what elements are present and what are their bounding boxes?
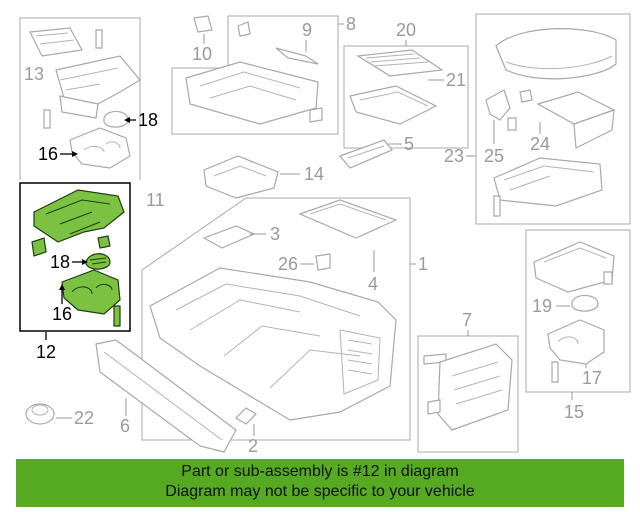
- part-5-group: 5: [338, 134, 414, 169]
- part-7-switch-panel: [437, 343, 513, 431]
- callout-7: 7: [462, 310, 472, 330]
- part-23-base: [493, 157, 603, 207]
- callout-24: 24: [530, 134, 550, 154]
- part-26-clip: [315, 253, 331, 271]
- part-16-cup-holder-top: [69, 127, 131, 169]
- callout-19: 19: [532, 296, 552, 316]
- part-14-group: 14: [203, 155, 324, 199]
- callout-11: 11: [146, 190, 165, 210]
- group-12-highlighted: 18 16 12: [19, 182, 131, 362]
- callout-22: 22: [74, 408, 94, 428]
- part-18-insert-lower: [85, 253, 111, 270]
- part-17-cup-holder: [547, 319, 605, 365]
- callout-18-lower: 18: [50, 252, 70, 272]
- part-8-liner: [185, 61, 319, 125]
- callout-25: 25: [484, 146, 504, 166]
- callout-3: 3: [270, 224, 280, 244]
- group-1-console: 1 3 4 26: [141, 197, 428, 441]
- part-22-socket: [25, 403, 55, 425]
- part-5-bracket: [338, 139, 393, 169]
- part-14-tray: [203, 155, 279, 199]
- banner-line-1: Part or sub-assembly is #12 in diagram: [181, 463, 459, 480]
- callout-13: 13: [24, 64, 44, 84]
- part-15-bin: [533, 241, 615, 293]
- part-19-insert: [571, 294, 599, 312]
- info-banner: Part or sub-assembly is #12 in diagram D…: [16, 459, 624, 507]
- group-8: 8 10 9: [171, 14, 356, 135]
- callout-14: 14: [304, 164, 324, 184]
- callout-1: 1: [418, 254, 428, 274]
- part-16-cup-holder-lower: [61, 269, 121, 315]
- callout-12: 12: [36, 342, 56, 362]
- group-15: 15 19 17: [525, 229, 631, 422]
- part-6-group: 6: [95, 339, 237, 453]
- callout-21: 21: [446, 70, 466, 90]
- group-11: 13 18 16 11: [19, 17, 165, 210]
- parts-diagram: 13 18 16 11 18 16 12 8 10: [19, 13, 631, 455]
- part-bin: [55, 55, 141, 105]
- callout-10: 10: [192, 44, 212, 64]
- part-21-tray: [349, 85, 438, 125]
- callout-16-lower: 16: [52, 304, 72, 324]
- screw: [95, 29, 103, 49]
- part-12-clip: [31, 237, 47, 257]
- group-20: 20 21: [343, 20, 469, 149]
- part-4-mat: [298, 199, 398, 239]
- part-18-cup-insert-top: [103, 110, 129, 128]
- callout-8: 8: [346, 14, 356, 34]
- part-3-pad: [202, 225, 256, 249]
- part-2-clip: [235, 407, 257, 425]
- callout-9: 9: [302, 20, 312, 40]
- callout-26: 26: [278, 254, 298, 274]
- callout-16-top: 16: [38, 144, 58, 164]
- group-7: 7: [417, 310, 519, 453]
- callout-18-top: 18: [138, 110, 158, 130]
- callout-20: 20: [396, 20, 416, 40]
- part-1-console-body: [149, 267, 397, 421]
- part-screw-lower: [113, 305, 121, 327]
- callout-6: 6: [120, 416, 130, 436]
- part-9-strip: [275, 47, 319, 65]
- part-armrest: [495, 28, 617, 80]
- bin-bottom: [59, 95, 99, 119]
- callout-23: 23: [444, 146, 464, 166]
- part-25-hinge: [485, 89, 511, 121]
- part-2-group: 2: [235, 407, 258, 455]
- part-10-clip: [193, 15, 213, 33]
- group-23: 25 24 23: [444, 13, 631, 225]
- callout-5: 5: [404, 134, 414, 154]
- part-22-group: 22: [25, 403, 94, 428]
- banner-line-2: Diagram may not be specific to your vehi…: [165, 483, 475, 500]
- callout-4: 4: [368, 274, 378, 294]
- callout-15: 15: [564, 402, 584, 422]
- callout-2: 2: [248, 436, 258, 455]
- callout-17: 17: [582, 368, 602, 388]
- part-12-upper-cover: [33, 189, 125, 243]
- part-20-mat: [356, 49, 444, 77]
